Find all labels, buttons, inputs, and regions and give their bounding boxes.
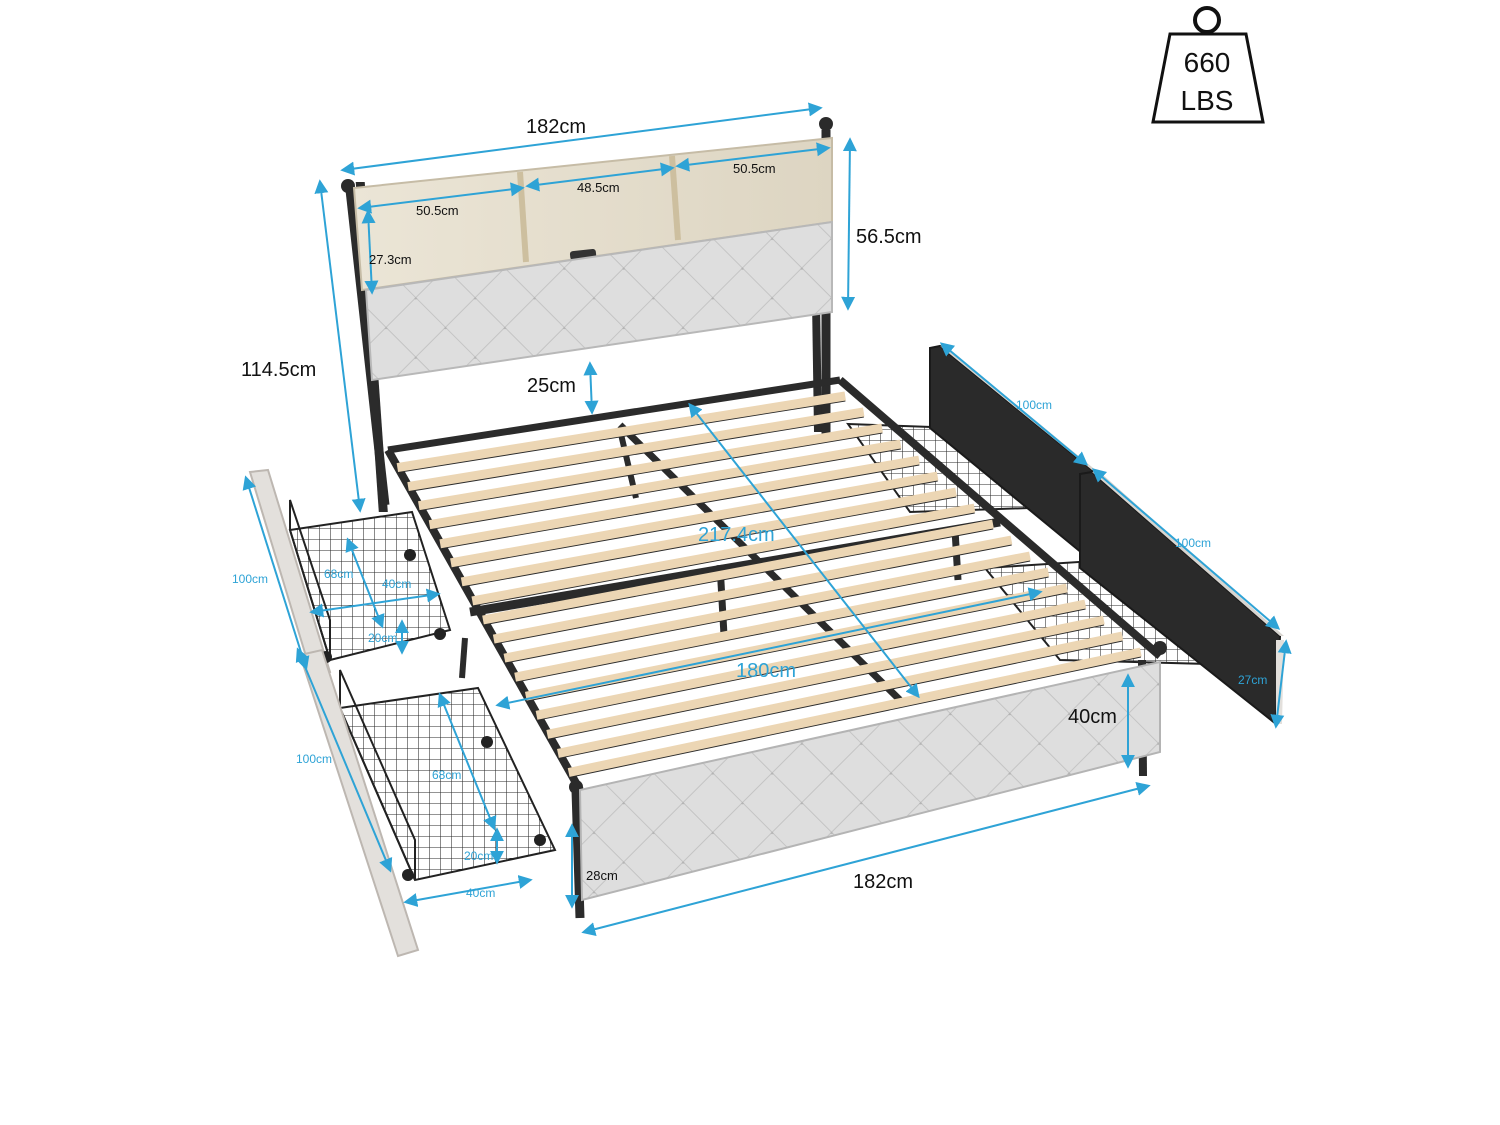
dim-rbd-face-line [939, 342, 1089, 466]
dim-shelf-left-line [357, 182, 525, 214]
slat [567, 647, 1142, 777]
footboard-panel [578, 660, 1161, 902]
label-lbd-face: 100cm [232, 572, 268, 586]
label-lbd-height: 20cm [368, 631, 397, 645]
label-inner-width: 180cm [736, 660, 796, 682]
label-length: 217.4cm [698, 524, 775, 546]
dim-lbd-width-line [309, 588, 441, 618]
label-shelf-left: 50.5cm [416, 203, 459, 218]
label-lfd-face: 100cm [296, 752, 332, 766]
dim-clearance-line [583, 361, 599, 415]
dim-inner-width-line [495, 587, 1043, 710]
label-rfd-face: 100cm [1175, 536, 1211, 550]
dim-shelf-center-line [525, 162, 675, 192]
label-clearance: 25cm [527, 375, 576, 397]
slat [407, 407, 865, 492]
dim-headboard-width-line [340, 102, 823, 176]
dim-rfd-height-line [1270, 639, 1292, 729]
label-rfd-height: 27cm [1238, 673, 1267, 687]
label-shelf-center: 48.5cm [577, 180, 620, 195]
label-lfd-depth: 68cm [432, 768, 461, 782]
dim-rfd-face-line [1091, 468, 1281, 630]
dim-lfd-depth-line [437, 692, 497, 831]
dim-shelf-right-line [675, 142, 831, 172]
label-lbd-depth: 68cm [324, 567, 353, 581]
label-footboard-height: 40cm [1068, 706, 1117, 728]
dim-lbd-face-line [242, 475, 310, 671]
dimension-labels: 182cm 50.5cm 48.5cm 50.5cm 27.3cm 56.5cm… [232, 116, 1267, 900]
label-headboard-width: 182cm [526, 116, 586, 138]
dimension-lines [242, 102, 1292, 936]
dim-shelf-height-line [361, 209, 379, 295]
weight-ring-icon [1193, 6, 1221, 34]
dim-lfd-width-line [403, 875, 533, 907]
weight-badge: 660 LBS [1151, 6, 1265, 124]
label-lfd-height: 20cm [464, 849, 493, 863]
dim-lfd-face-line [295, 647, 393, 873]
dim-footboard-width-line [581, 782, 1151, 936]
label-lbd-width: 40cm [382, 577, 411, 591]
weight-unit: LBS [1181, 85, 1234, 116]
label-lfd-width: 40cm [466, 886, 495, 900]
headboard-panel [364, 220, 833, 382]
dim-headboard-panel-line [841, 137, 857, 311]
label-shelf-right: 50.5cm [733, 161, 776, 176]
label-total-height: 114.5cm [241, 359, 316, 381]
label-headboard-panel-height: 56.5cm [856, 226, 922, 248]
label-footboard-panel: 28cm [586, 868, 618, 883]
weight-value: 660 [1184, 47, 1231, 78]
left-front-drawer [298, 648, 557, 958]
dim-total-height-line [314, 179, 366, 513]
label-footboard-width: 182cm [853, 871, 913, 893]
label-rbd-face: 100cm [1016, 398, 1052, 412]
label-shelf-height: 27.3cm [369, 252, 412, 267]
weight-icon [1151, 32, 1265, 124]
